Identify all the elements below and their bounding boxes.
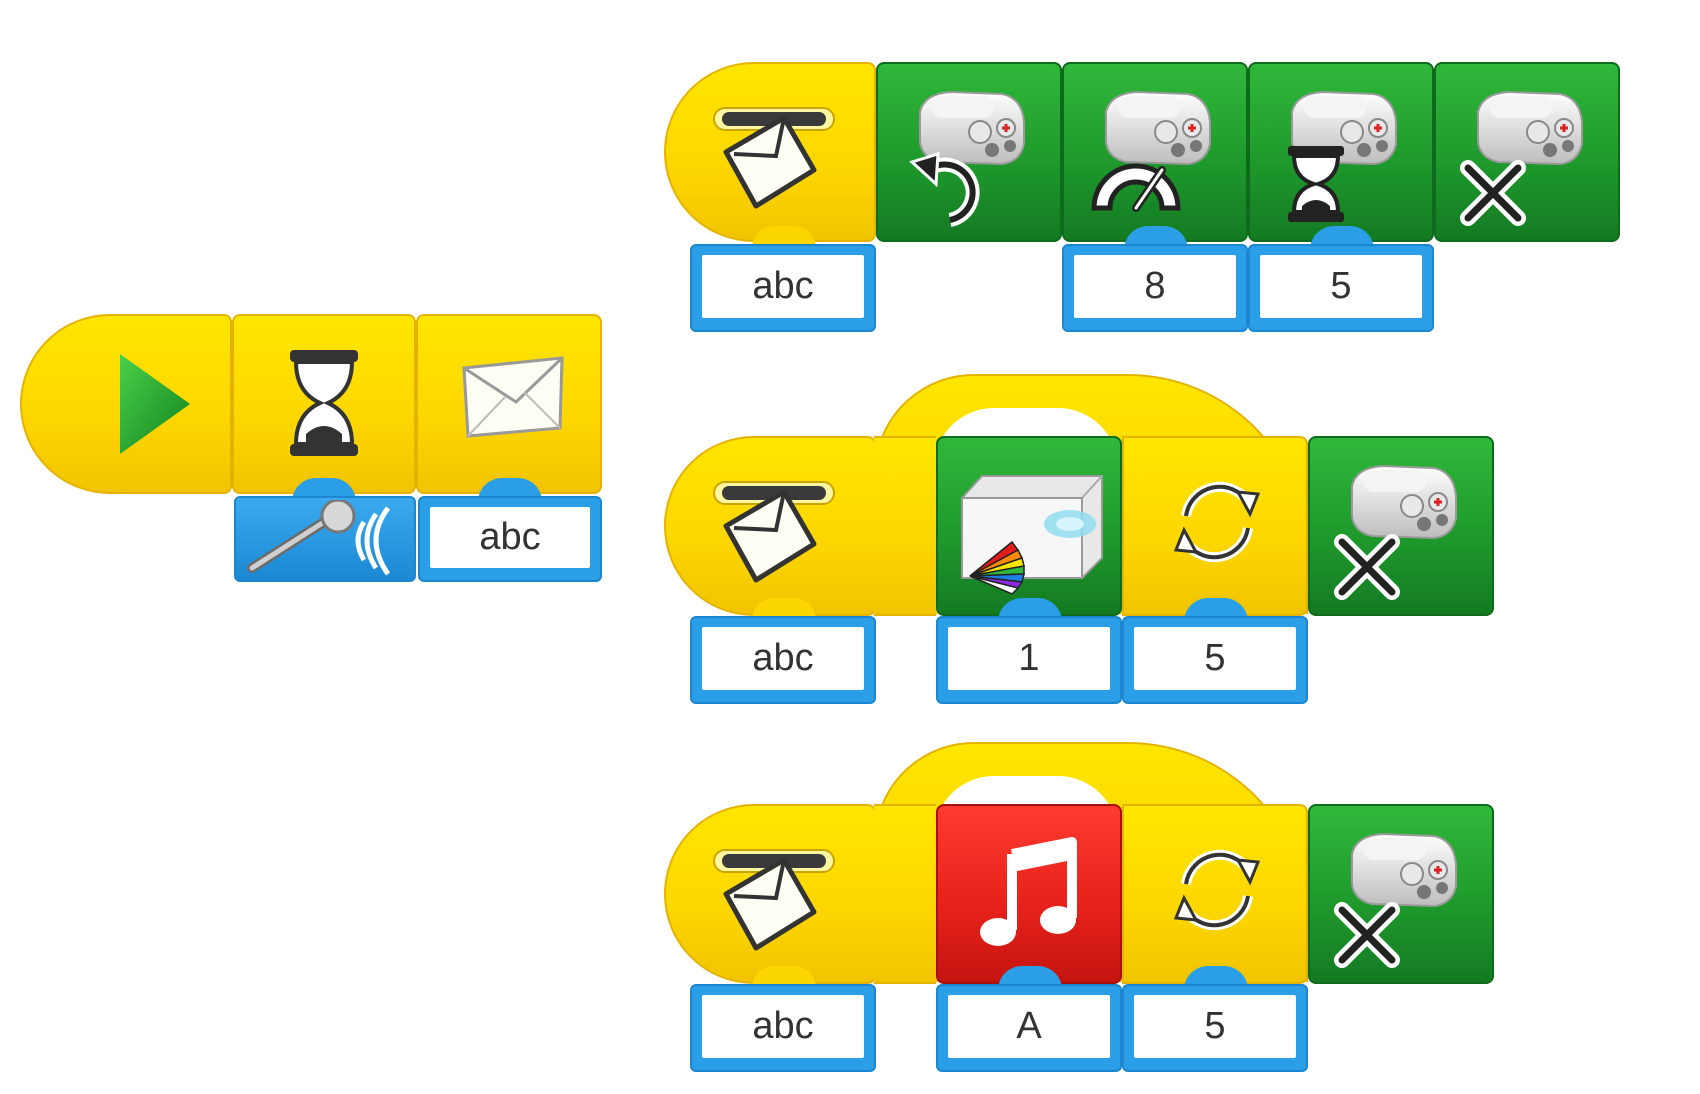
receive-message-param[interactable]: abc [690, 244, 876, 332]
message-value: abc [430, 507, 590, 568]
motor-direction-icon [909, 151, 980, 227]
motor-direction-block[interactable] [876, 62, 1062, 242]
envelope-slot-icon [676, 816, 876, 966]
motor-power-value: 8 [1074, 255, 1236, 318]
send-message-block[interactable] [416, 314, 602, 494]
hub-light-color-icon [961, 475, 1103, 595]
envelope-slot-icon [676, 74, 876, 224]
sound-value: A [948, 995, 1110, 1058]
receive-message-block[interactable] [664, 804, 876, 984]
light-block[interactable] [936, 436, 1122, 616]
motor-off-icon [1332, 900, 1402, 970]
motor-power-block[interactable] [1062, 62, 1248, 242]
repeat-loop-end-block[interactable] [1122, 436, 1308, 616]
repeat-icon [1164, 836, 1270, 944]
microphone-sound-icon [247, 500, 391, 576]
motor-time-param[interactable]: 5 [1248, 244, 1434, 332]
repeat-count-param[interactable]: 5 [1122, 984, 1308, 1072]
motor-on-for-block[interactable] [1248, 62, 1434, 242]
repeat-count-param[interactable]: 5 [1122, 616, 1308, 704]
envelope-icon [462, 356, 564, 438]
receive-message-param[interactable]: abc [690, 984, 876, 1072]
motor-on-for-icon [1288, 146, 1344, 222]
sound-param[interactable]: A [936, 984, 1122, 1072]
music-note-icon [980, 837, 1077, 946]
motor-off-icon [1458, 158, 1528, 228]
repeat-count-value: 5 [1134, 995, 1296, 1058]
play-triangle-icon [120, 354, 190, 454]
play-sound-block[interactable] [936, 804, 1122, 984]
repeat-count-value: 5 [1134, 627, 1296, 690]
repeat-icon [1164, 468, 1270, 576]
motor-off-icon [1332, 532, 1402, 602]
envelope-slot-icon [676, 448, 876, 598]
start-block[interactable] [20, 314, 232, 494]
hourglass-icon [290, 350, 358, 456]
receive-message-block[interactable] [664, 62, 876, 242]
receive-message-block[interactable] [664, 436, 876, 616]
repeat-loop-left-leg [874, 804, 936, 984]
receive-message-param[interactable]: abc [690, 616, 876, 704]
motor-power-icon [1091, 163, 1181, 212]
receive-message-value: abc [702, 627, 864, 690]
sound-input-param[interactable] [234, 496, 416, 582]
motor-off-block[interactable] [1308, 804, 1494, 984]
wait-for-block[interactable] [232, 314, 416, 494]
receive-tab [752, 598, 816, 620]
motor-time-value: 5 [1260, 255, 1422, 318]
repeat-loop-left-leg [874, 436, 936, 616]
receive-tab [752, 226, 816, 248]
motor-off-block[interactable] [1434, 62, 1620, 242]
light-color-param[interactable]: 1 [936, 616, 1122, 704]
receive-message-value: abc [702, 255, 864, 318]
receive-message-value: abc [702, 995, 864, 1058]
repeat-loop-end-block[interactable] [1122, 804, 1308, 984]
motor-off-block[interactable] [1308, 436, 1494, 616]
motor-power-param[interactable]: 8 [1062, 244, 1248, 332]
light-color-value: 1 [948, 627, 1110, 690]
message-param[interactable]: abc [418, 496, 602, 582]
receive-tab [752, 966, 816, 988]
